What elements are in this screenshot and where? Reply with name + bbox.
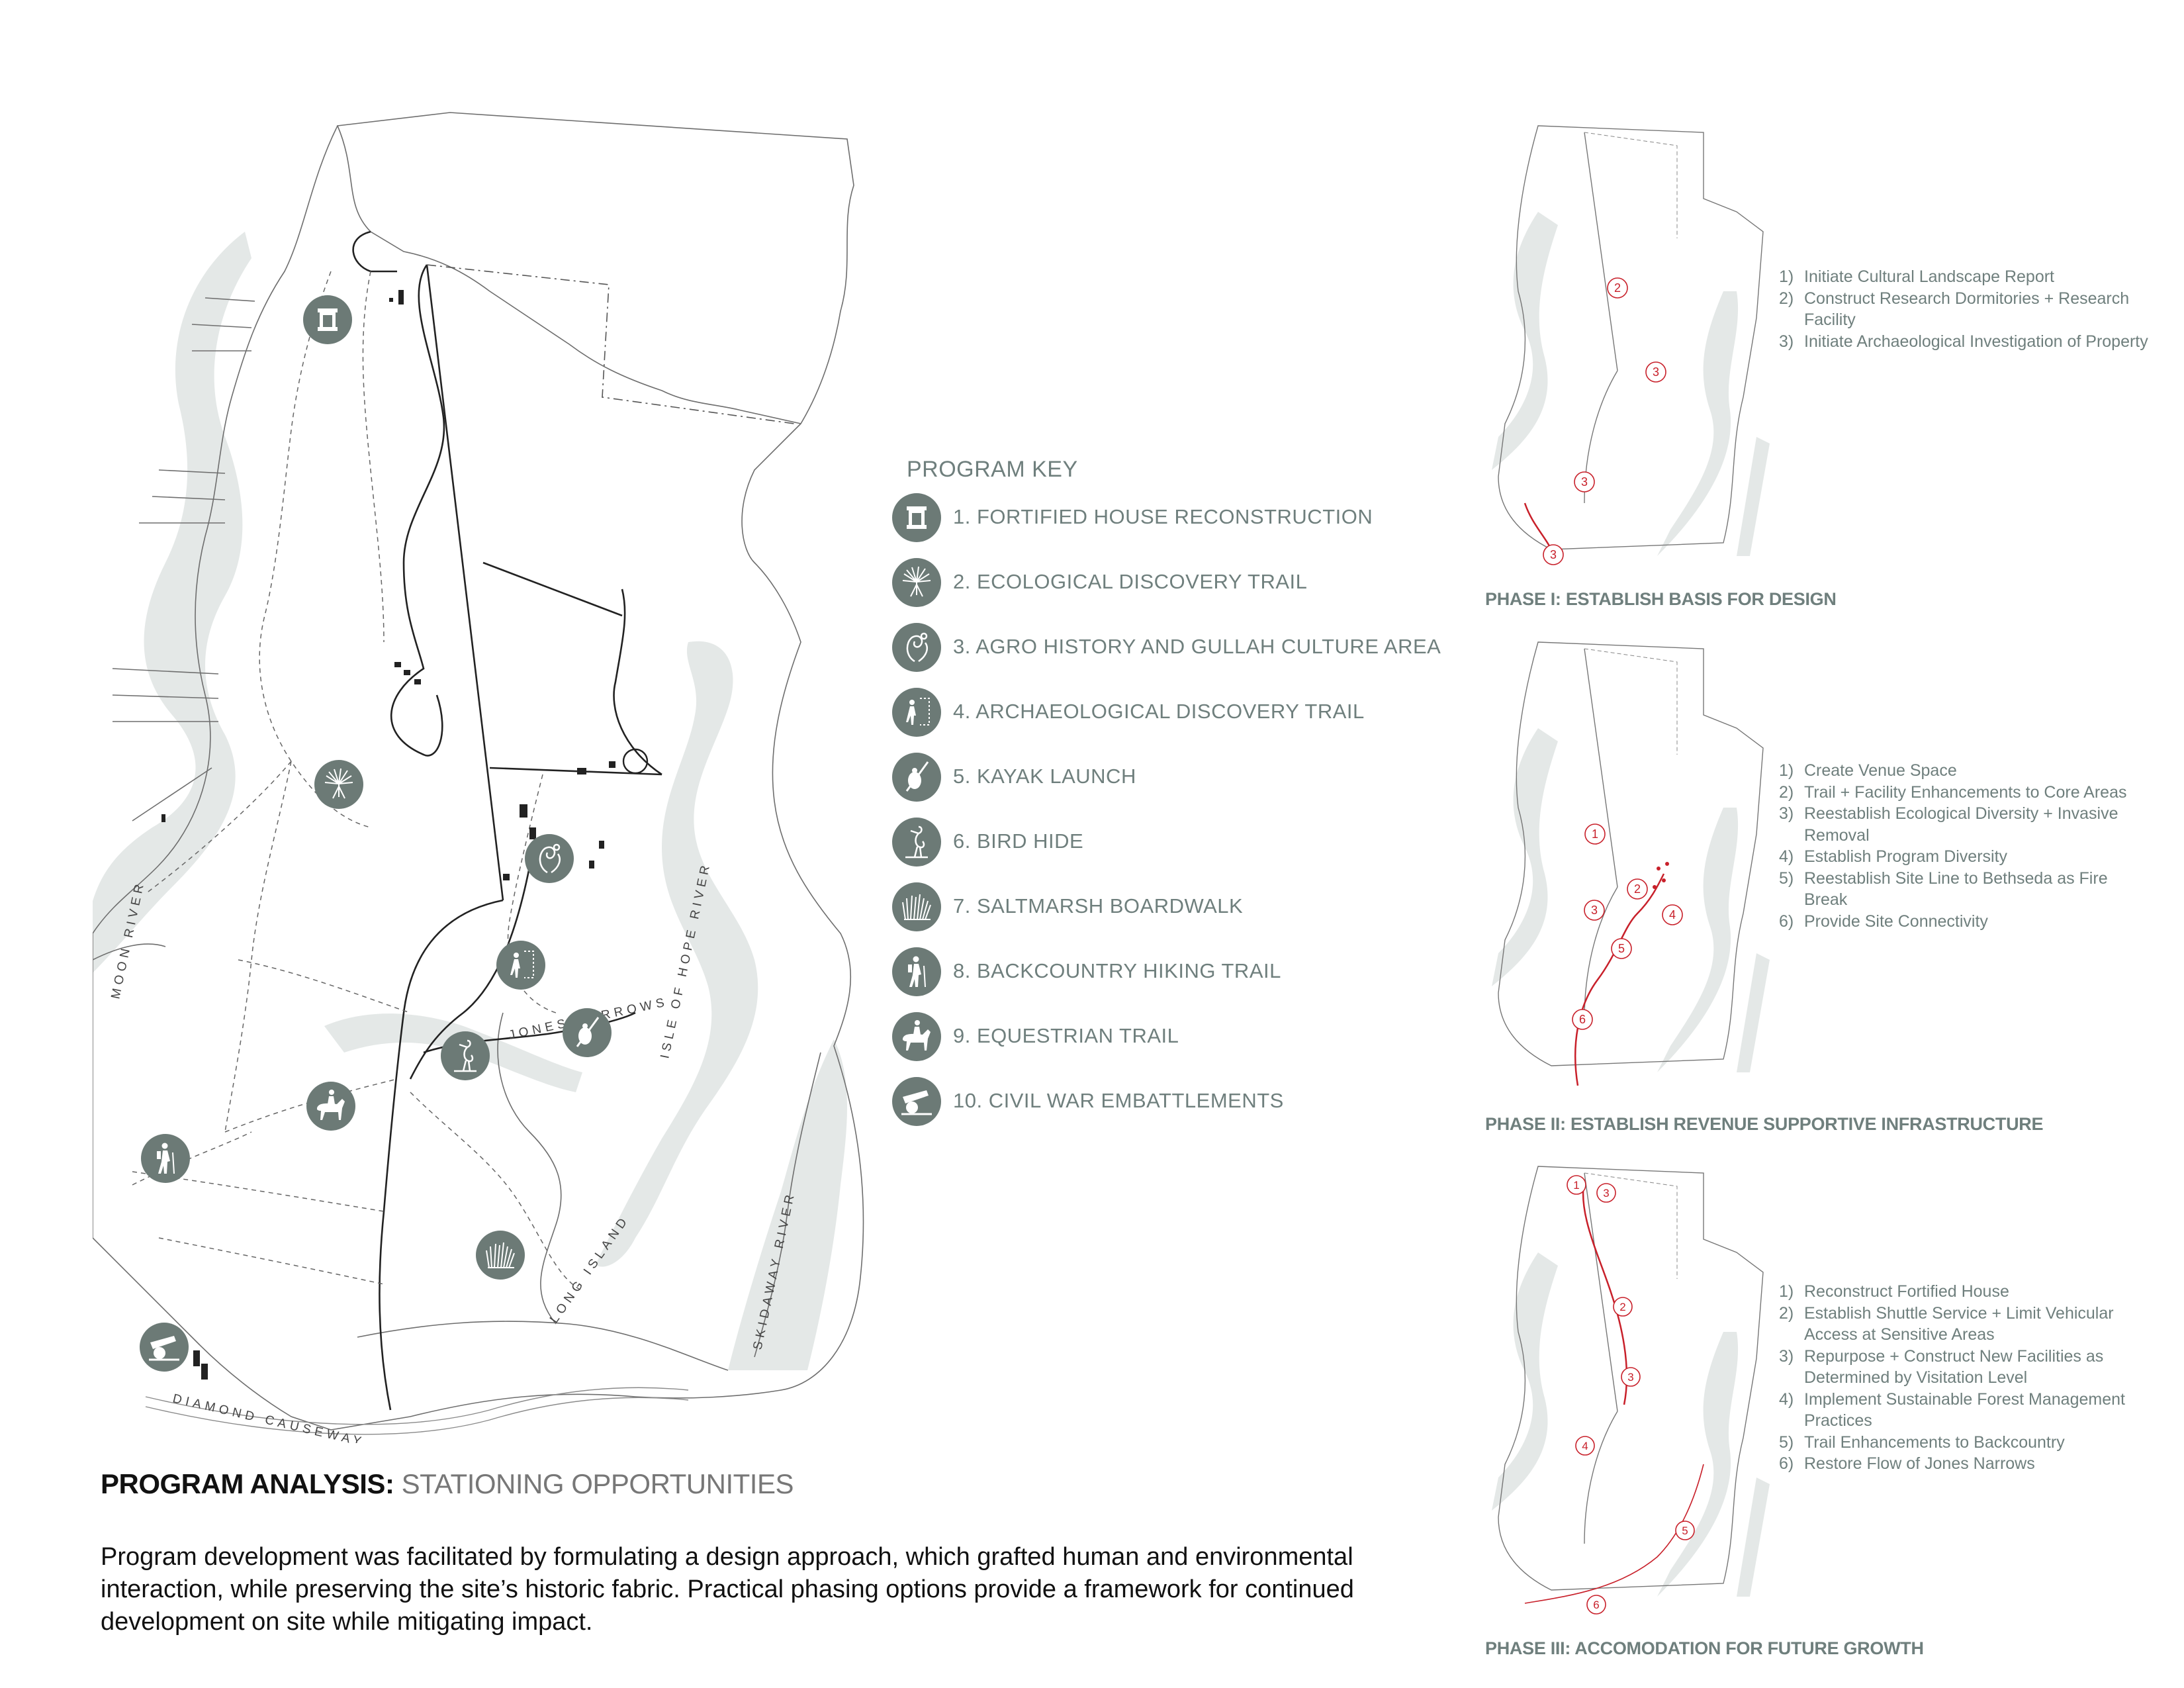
phase-3-steps: 1)Reconstruct Fortified House 2)Establis… [1779,1281,2150,1475]
phase-step: 5)Reestablish Site Line to Bethseda as F… [1779,868,2108,910]
key-label: 9. EQUESTRIAN TRAIL [953,1024,1179,1047]
cannon-icon [892,1077,941,1126]
analysis-title: PROGRAM ANALYSIS: STATIONING OPPORTUNITI… [101,1468,794,1500]
phase-step: 1)Reconstruct Fortified House [1779,1282,2009,1301]
key-item-saltmarsh-boardwalk: 7. SALTMARSH BOARDWALK [892,882,1488,935]
phase-step: 6)Provide Site Connectivity [1779,912,1988,931]
phase-2-steps: 1)Create Venue Space 2)Trail + Facility … [1779,760,2150,932]
key-item-bird-hide: 6. BIRD HIDE [892,818,1488,870]
key-item-equestrian-trail: 9. EQUESTRIAN TRAIL [892,1012,1488,1065]
phase-step: 4)Implement Sustainable Forest Managemen… [1779,1389,2125,1430]
phase-1-title: PHASE I: ESTABLISH BASIS FOR DESIGN [1485,589,1837,609]
key-item-fortified-house: 1. FORTIFIED HOUSE RECONSTRUCTION [892,493,1488,546]
archaeologist-icon [892,688,941,737]
long-island-label: LONG ISLAND [547,1213,632,1326]
key-item-kayak-launch: 5. KAYAK LAUNCH [892,753,1488,806]
key-label: 1. FORTIFIED HOUSE RECONSTRUCTION [953,505,1373,528]
phase-step: 2)Trail + Facility Enhancements to Core … [1779,782,2127,802]
phase-2-map: 1 2 3 4 5 6 [1492,641,1770,1086]
phase-step: 3)Initiate Archaeological Investigation … [1779,332,2148,351]
phase-1-marker: 3 [1550,548,1557,561]
phase-2-marker: 1 [1592,827,1598,841]
analysis-body: Program development was facilitated by f… [101,1543,1354,1636]
program-key-title: PROGRAM KEY [907,457,1078,482]
phase-2-marker: 2 [1634,882,1641,896]
key-label: 6. BIRD HIDE [953,829,1084,853]
site-map: MOON RIVER ISLE OF HOPE RIVER JONES NARR… [93,112,864,1443]
marsh-grass-icon [892,882,941,931]
key-label: 7. SALTMARSH BOARDWALK [953,894,1244,917]
analysis-title-light: STATIONING OPPORTUNITIES [394,1468,794,1499]
key-item-civil-war-embattlements: 10. CIVIL WAR EMBATTLEMENTS [892,1077,1488,1130]
phase-3-marker: 6 [1593,1599,1599,1611]
diamond-causeway-label: DIAMOND CAUSEWAY [171,1391,367,1443]
phase-step: 6)Restore Flow of Jones Narrows [1779,1454,2035,1473]
phase-1-marker: 2 [1614,281,1621,295]
phase-2-marker: 3 [1591,904,1598,917]
phase-1-map: 2 3 3 3 [1492,125,1770,565]
phase-3-marker: 4 [1582,1440,1588,1452]
phase-step: 1)Initiate Cultural Landscape Report [1779,267,2055,286]
key-label: 8. BACKCOUNTRY HIKING TRAIL [953,959,1281,982]
fortified-house-icon [892,493,941,542]
phase-3-map: 1 3 2 3 4 5 6 [1492,1166,1770,1615]
key-label: 2. ECOLOGICAL DISCOVERY TRAIL [953,570,1308,593]
phase-step: 3)Repurpose + Construct New Facilities a… [1779,1346,2104,1387]
kayak-icon [892,753,941,802]
phase-1-marker: 3 [1581,475,1588,489]
key-item-hiking-trail: 8. BACKCOUNTRY HIKING TRAIL [892,947,1488,1000]
phase-1-steps: 1)Initiate Cultural Landscape Report 2)C… [1779,266,2150,352]
phase-3-marker: 2 [1619,1301,1625,1313]
phase-3-title: PHASE III: ACCOMODATION FOR FUTURE GROWT… [1485,1638,1924,1658]
horse-rider-icon [892,1012,941,1061]
phase-step: 5)Trail Enhancements to Backcountry [1779,1432,2065,1452]
phase-1-marker: 3 [1653,365,1659,379]
phase-3-marker: 5 [1682,1524,1688,1537]
analysis-title-bold: PROGRAM ANALYSIS: [101,1468,394,1499]
phase-3-marker: 3 [1603,1187,1609,1199]
agro-plant-icon [892,623,941,672]
phase-2-marker: 5 [1618,942,1625,955]
key-item-archaeological-trail: 4. ARCHAEOLOGICAL DISCOVERY TRAIL [892,688,1488,741]
phase-step: 4)Establish Program Diversity [1779,847,2008,866]
phase-step: 2)Construct Research Dormitories + Resea… [1779,289,2130,330]
phase-step: 1)Create Venue Space [1779,761,1957,780]
key-label: 3. AGRO HISTORY AND GULLAH CULTURE AREA [953,635,1441,658]
phase-step: 3)Reestablish Ecological Diversity + Inv… [1779,804,2118,845]
phase-step: 2)Establish Shuttle Service + Limit Vehi… [1779,1303,2114,1344]
phase-2-marker: 6 [1579,1013,1586,1026]
key-label: 4. ARCHAEOLOGICAL DISCOVERY TRAIL [953,700,1365,723]
key-label: 5. KAYAK LAUNCH [953,765,1136,788]
phase-3-marker: 1 [1573,1179,1579,1192]
key-label: 10. CIVIL WAR EMBATTLEMENTS [953,1089,1284,1112]
palmetto-icon [892,558,941,607]
key-item-ecological-trail: 2. ECOLOGICAL DISCOVERY TRAIL [892,558,1488,611]
hiker-icon [892,947,941,996]
phase-2-title: PHASE II: ESTABLISH REVENUE SUPPORTIVE I… [1485,1114,2044,1134]
phase-3-marker: 3 [1627,1371,1633,1383]
phase-2-marker: 4 [1669,908,1676,921]
heron-icon [892,818,941,867]
key-item-agro-history: 3. AGRO HISTORY AND GULLAH CULTURE AREA [892,623,1488,676]
